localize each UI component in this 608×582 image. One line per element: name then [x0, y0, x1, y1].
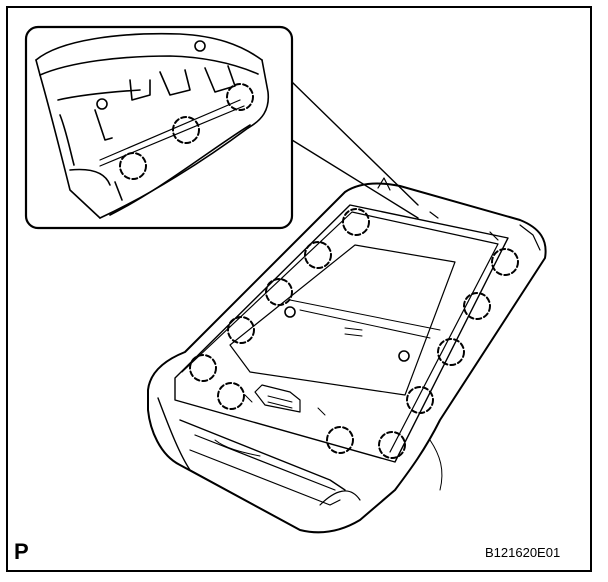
clip-callout-circle — [342, 208, 370, 236]
clip-callout-circle — [227, 316, 255, 344]
clip-callout-circle — [304, 241, 332, 269]
clip-callout-circle — [491, 248, 519, 276]
clip-callout-circle — [226, 83, 254, 111]
clip-callout-circle — [119, 152, 147, 180]
inset-border — [24, 25, 294, 230]
clip-callout-circle — [172, 116, 200, 144]
figure-code: B121620E01 — [485, 545, 561, 560]
clip-callout-circle — [406, 386, 434, 414]
clip-callout-circle — [189, 354, 217, 382]
figure-frame — [6, 6, 592, 572]
clip-callout-circle — [217, 382, 245, 410]
detail-inset — [24, 25, 419, 230]
leader-line-bottom — [291, 139, 419, 219]
inset-seat-corner — [35, 32, 270, 219]
clip-callout-circle — [265, 278, 293, 306]
clip-callout-circle — [463, 292, 491, 320]
main-clip-markers — [189, 208, 519, 459]
clip-callout-circle — [378, 431, 406, 459]
inset-clip-markers — [119, 83, 254, 180]
view-letter: P — [14, 539, 29, 564]
clip-callout-circle — [326, 426, 354, 454]
clip-callout-circle — [437, 338, 465, 366]
